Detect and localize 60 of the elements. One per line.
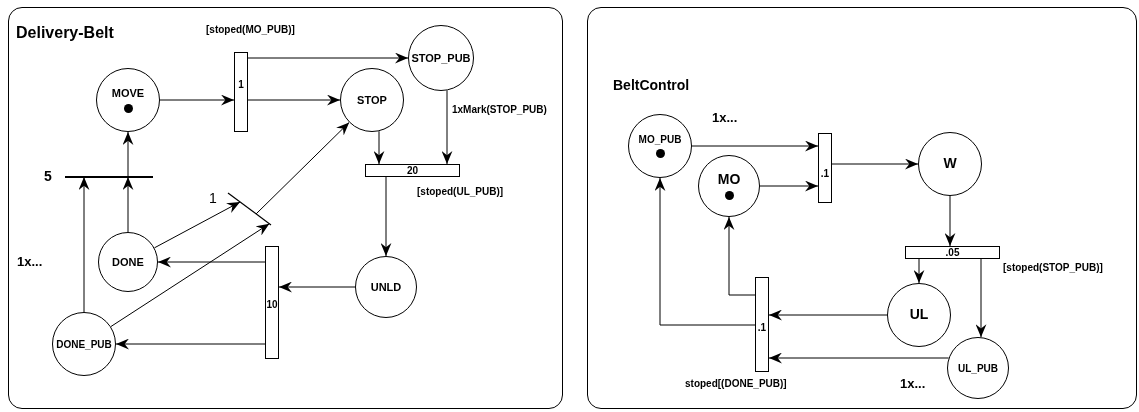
arrow	[441, 89, 453, 165]
transition-label: .1	[756, 322, 768, 333]
arrow	[691, 140, 819, 152]
arrow	[122, 176, 134, 233]
arrow	[768, 309, 888, 321]
place-label: DONE	[112, 255, 144, 269]
arrow	[122, 131, 134, 178]
arrow	[110, 223, 270, 328]
guard-label: [stoped(MO_PUB)]	[206, 24, 295, 35]
transition-label: 5	[44, 169, 52, 185]
subnet-panel	[8, 7, 563, 409]
arrow	[975, 258, 987, 338]
transition-bar	[905, 246, 1000, 259]
guard-label: stoped[(DONE_PUB)]	[685, 378, 787, 389]
panel-title: BeltControl	[613, 78, 690, 94]
arrow	[157, 256, 266, 268]
arrow	[247, 52, 409, 64]
place-label: STOP	[357, 93, 387, 107]
place-label: MO_PUB	[638, 134, 682, 145]
arrow	[255, 121, 350, 215]
arrow	[278, 281, 356, 293]
subnet-panel	[587, 7, 1137, 409]
arrow	[944, 195, 956, 247]
arrow	[153, 201, 241, 249]
place-label: DONE_PUB	[56, 338, 112, 350]
place-label: W	[943, 156, 957, 172]
guard-label: [stoped(UL_PUB)]	[417, 186, 504, 197]
arrow	[78, 176, 90, 313]
arrow	[654, 177, 756, 326]
arrow	[380, 176, 392, 257]
arrow	[831, 158, 919, 170]
transition-bar	[818, 133, 832, 203]
arrow	[159, 94, 235, 106]
place-label: STOP_PUB	[411, 51, 471, 65]
place-label: MOVE	[111, 87, 145, 100]
arrow	[723, 216, 756, 296]
edge-label: 1xMark(STOP_PUB)	[452, 104, 547, 115]
transition-bar	[265, 246, 279, 359]
arrow	[913, 258, 925, 284]
transition-label: 1	[237, 79, 245, 90]
arrow	[759, 180, 819, 192]
transition-label: 10	[266, 299, 278, 310]
place-label: MO	[717, 171, 741, 188]
place-label: UL	[909, 307, 929, 323]
place-label: UL_PUB	[958, 362, 998, 374]
transition-bar	[234, 52, 248, 132]
arrow	[247, 94, 341, 106]
panel-title: Delivery-Belt	[16, 24, 114, 42]
transition-bar	[755, 277, 769, 372]
transition-label: .1	[819, 168, 831, 179]
arrow	[115, 338, 266, 350]
transition-bar	[365, 164, 460, 177]
place-circle	[98, 232, 158, 292]
transition-label: 20	[405, 165, 420, 176]
arrow	[373, 130, 385, 165]
arrow	[768, 352, 950, 364]
transition-label: 1	[209, 191, 217, 207]
transition-label: .05	[944, 247, 961, 258]
place-label: UNLD	[370, 280, 402, 294]
guard-label: [stoped(STOP_PUB)]	[1003, 262, 1103, 273]
